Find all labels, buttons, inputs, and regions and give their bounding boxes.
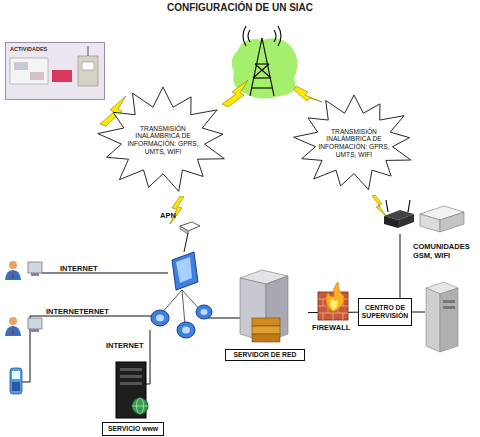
tower-symbol	[243, 26, 281, 96]
network-hub	[151, 252, 212, 338]
user-icon	[5, 317, 42, 336]
device-picture	[78, 56, 98, 86]
wire	[22, 233, 425, 384]
label-box: SERVICIO www	[102, 422, 164, 436]
device-picture	[30, 72, 44, 80]
user-icon	[5, 261, 42, 280]
computer-tower	[426, 282, 458, 352]
text-label: COMUNIDADES GSM, WIFI	[413, 243, 479, 260]
antenna	[88, 46, 89, 56]
box-caption: SERVICIO www	[108, 425, 158, 433]
burst-text: TRANSMISIÓN INALÁMBRICA DE INFORMACIÓN: …	[123, 113, 203, 167]
web-server-icon	[116, 362, 148, 418]
diagram-title: CONFIGURACIÓN DE UN SIAC	[0, 2, 480, 13]
device-picture	[52, 70, 72, 82]
text-label: FIREWALL	[312, 324, 356, 333]
apn-router	[180, 226, 188, 234]
modem-icon	[420, 206, 464, 232]
server-node: SERVIDOR DE RED	[222, 265, 308, 361]
picture-panel: ACTIVIDADES	[5, 42, 105, 100]
label-box: CENTRO DE SUPERVISIÓN	[358, 298, 412, 326]
panel-heading: ACTIVIDADES	[10, 46, 47, 52]
starburst-shape	[98, 87, 225, 191]
device-picture	[82, 62, 94, 70]
server-caption: SERVIDOR DE RED	[225, 349, 305, 361]
text-label: INTERNET	[106, 342, 150, 351]
network-link	[308, 312, 358, 313]
router-icon	[384, 200, 414, 228]
text-label: APN	[160, 212, 184, 221]
phone-icon	[10, 368, 22, 394]
panel-fill	[5, 42, 105, 100]
starburst-node: TRANSMISIÓN INALÁMBRICA DE INFORMACIÓN: …	[96, 86, 230, 194]
network-server-icon	[240, 270, 288, 342]
device-picture	[10, 58, 48, 84]
text-label: INTERNETERNET	[46, 308, 116, 317]
starburst-node: TRANSMISIÓN INALÁMBRICA DE INFORMACIÓN: …	[292, 94, 416, 192]
text-label: INTERNET	[60, 265, 110, 274]
burst-text: TRANSMISIÓN INALÁMBRICA DE INFORMACIÓN: …	[317, 119, 391, 168]
device-picture	[14, 62, 28, 70]
firewall-icon	[318, 282, 348, 320]
box-caption: CENTRO DE SUPERVISIÓN	[359, 304, 411, 320]
starburst-shape	[294, 95, 411, 190]
